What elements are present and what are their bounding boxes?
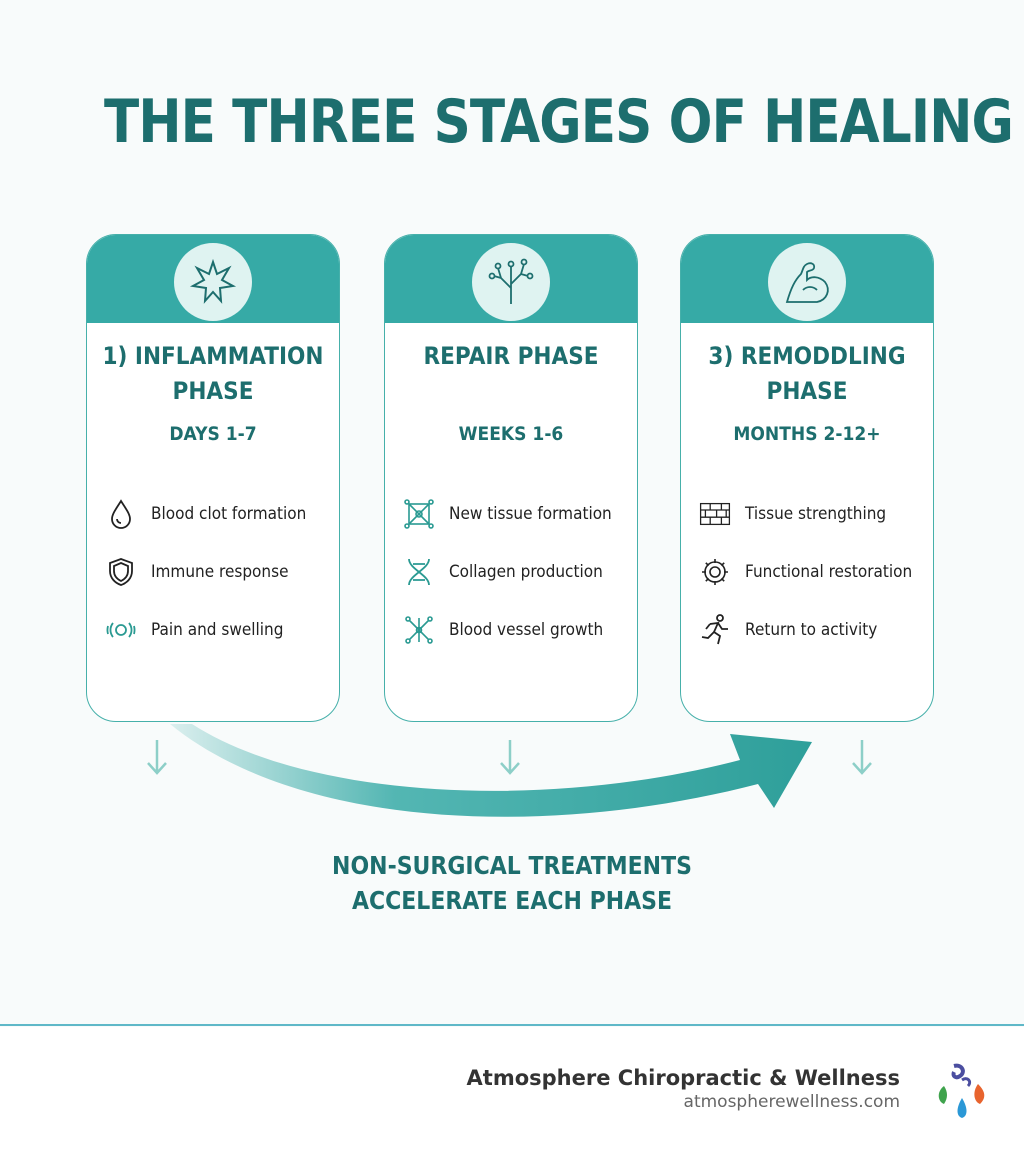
- burst-icon: [174, 243, 252, 321]
- runner-icon: [699, 614, 731, 646]
- gear-icon: [699, 556, 731, 588]
- stage-card-repair: REPAIR PHASE WEEKS 1-6 New tissue format…: [384, 234, 638, 722]
- dna-icon: [403, 556, 435, 588]
- footer: [0, 1027, 1024, 1154]
- list-item: Functional restoration: [699, 555, 931, 589]
- brand-name: Atmosphere Chiropractic & Wellness: [466, 1066, 900, 1090]
- shield-icon: [105, 556, 137, 588]
- page-title: THE THREE STAGES OF HEALING: [104, 87, 1014, 157]
- stage-duration: WEEKS 1-6: [458, 423, 564, 445]
- stage-card-inflammation: 1) INFLAMMATION PHASE DAYS 1-7 Blood clo…: [86, 234, 340, 722]
- stage-title: 3) REMODDLING PHASE: [708, 342, 906, 405]
- card-header: [681, 235, 933, 323]
- down-arrow-icon: [147, 740, 167, 775]
- list-item: New tissue formation: [403, 497, 630, 531]
- stage-card-remodeling: 3) REMODDLING PHASE MONTHS 2-12+ Tissue …: [680, 234, 934, 722]
- list-item: Tissue strengthing: [699, 497, 902, 531]
- stage-duration: DAYS 1-7: [169, 423, 257, 445]
- card-header: [87, 235, 339, 323]
- list-item: Immune response: [105, 555, 304, 589]
- list-item: Return to activity: [699, 613, 892, 647]
- down-arrow-icon: [852, 740, 872, 775]
- footer-divider: [0, 1024, 1024, 1026]
- stage-duration: MONTHS 2-12+: [733, 423, 881, 445]
- flexed-arm-icon: [768, 243, 846, 321]
- stage-title: REPAIR PHASE: [423, 342, 599, 370]
- list-item: Pain and swelling: [105, 613, 298, 647]
- brick-wall-icon: [699, 498, 731, 530]
- list-item: Blood vessel growth: [403, 613, 620, 647]
- swelling-icon: [105, 614, 137, 646]
- down-arrow-icon: [500, 740, 520, 775]
- progress-arrow-icon: [170, 724, 812, 817]
- flow-caption: NON-SURGICAL TREATMENTS ACCELERATE EACH …: [332, 851, 692, 915]
- card-header: [385, 235, 637, 323]
- cell-branch-icon: [472, 243, 550, 321]
- list-item: Collagen production: [403, 555, 620, 589]
- stage-title: 1) INFLAMMATION PHASE: [102, 342, 324, 405]
- vessel-network-icon: [403, 614, 435, 646]
- droplet-icon: [105, 498, 137, 530]
- brand-url: atmospherewellness.com: [683, 1092, 900, 1112]
- tissue-grid-icon: [403, 498, 435, 530]
- list-item: Blood clot formation: [105, 497, 324, 531]
- brand-logo-icon: [938, 1063, 985, 1118]
